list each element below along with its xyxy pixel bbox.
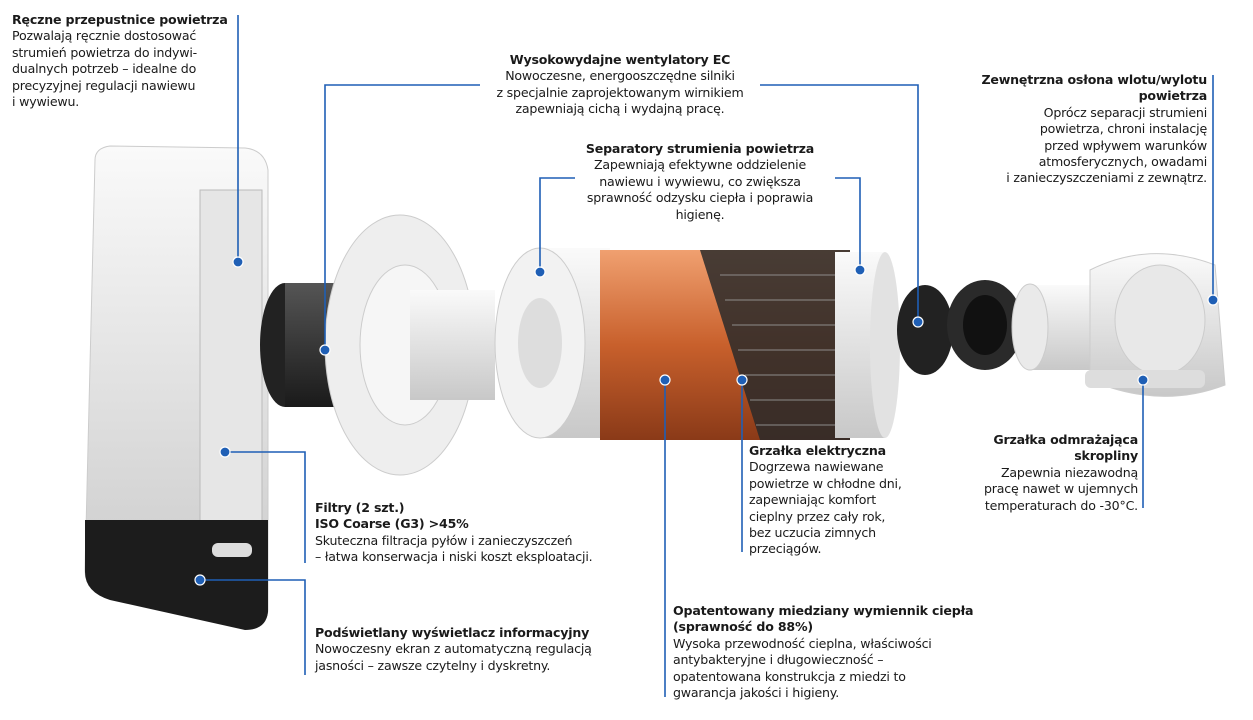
callout-filters: Filtry (2 szt.) ISO Coarse (G3) >45%Skut…	[315, 500, 655, 566]
outer-sleeve	[1011, 283, 1090, 371]
callout-body: Nowoczesny ekran z automatyczną regulacj…	[315, 641, 592, 673]
callout-title: Zewnętrzna osłona wlotu/wylotu powietrza	[981, 72, 1207, 104]
callout-external-hood: Zewnętrzna osłona wlotu/wylotu powietrza…	[957, 72, 1207, 187]
callout-title: Wysokowydajne wentylatory EC	[509, 52, 731, 67]
outer-impeller	[897, 285, 953, 375]
callout-title: Grzałka odmrażająca skropliny	[993, 432, 1138, 464]
callout-title: Filtry (2 szt.) ISO Coarse (G3) >45%	[315, 500, 469, 532]
callout-title: Ręczne przepustnice powietrza	[12, 12, 228, 27]
mounting-ring	[324, 214, 495, 476]
callout-body: Skuteczna filtracja pyłów i zanieczyszcz…	[315, 532, 593, 565]
callout-body: Zapewniają efektywne oddzielenie nawiewu…	[586, 157, 814, 222]
callout-body: Pozwalają ręcznie dostosować strumień po…	[12, 28, 198, 110]
callout-body: Dogrzewa nawiewane powietrze w chłodne d…	[749, 459, 902, 557]
callout-lines	[200, 15, 1214, 697]
callout-body: Wysoka przewodność cieplna, właściwości …	[673, 635, 932, 701]
callout-body: Oprócz separacji strumieni powietrza, ch…	[1006, 104, 1207, 186]
callout-title: Grzałka elektryczna	[749, 443, 886, 458]
outer-fan	[947, 280, 1023, 370]
external-hood	[1085, 253, 1226, 397]
callout-dots	[194, 256, 1219, 586]
callout-body: Zapewnia niezawodną pracę nawet w ujemny…	[984, 464, 1138, 513]
callout-copper-exchanger: Opatentowany miedziany wymiennik ciepła …	[673, 603, 993, 701]
callout-title: Separatory strumienia powietrza	[585, 141, 815, 156]
callout-title: Podświetlany wyświetlacz informacyjny	[315, 625, 590, 640]
wall-panel	[84, 145, 269, 630]
callout-title: Opatentowany miedziany wymiennik ciepła …	[673, 603, 974, 635]
copper-heat-exchanger	[600, 250, 900, 440]
callout-body: Nowoczesne, energooszczędne silniki z sp…	[496, 68, 744, 117]
air-separator	[494, 247, 610, 439]
